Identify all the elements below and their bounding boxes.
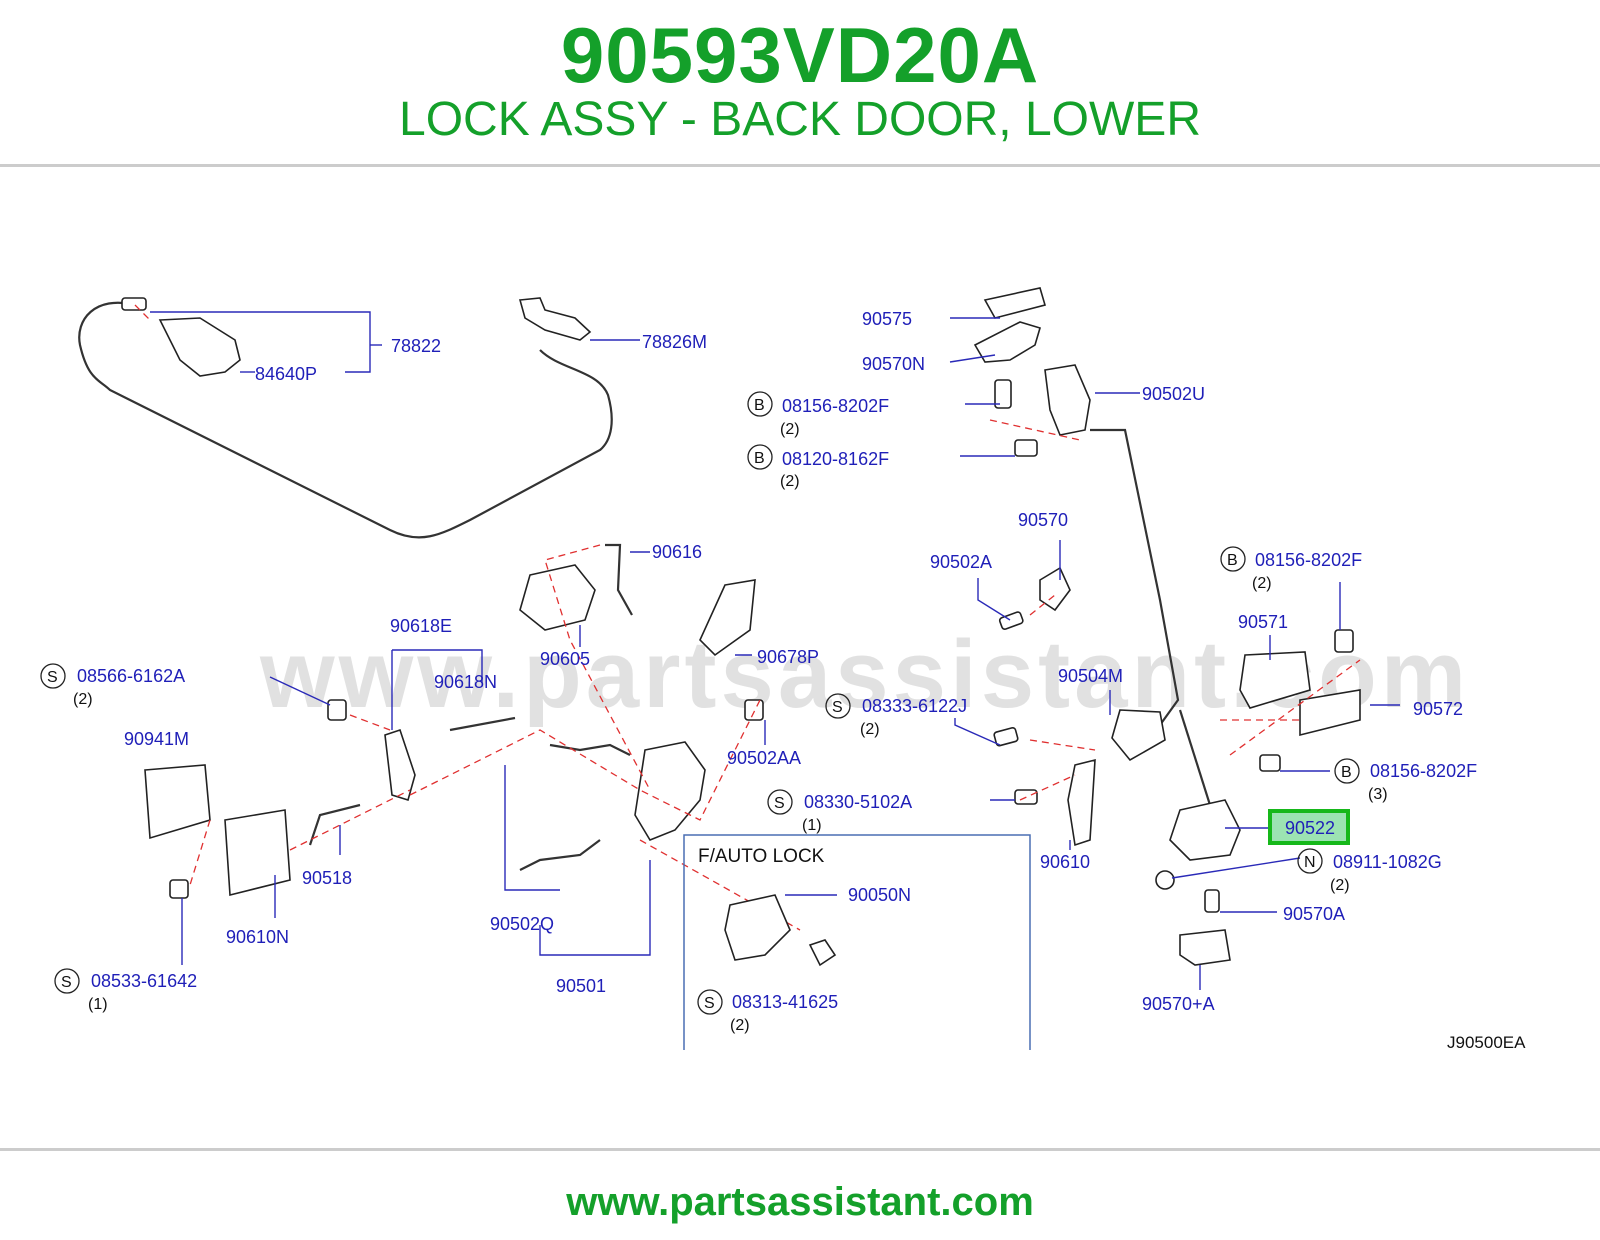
footer-divider (0, 1148, 1600, 1151)
label-08333-6122J[interactable]: 08333-6122J (862, 696, 967, 716)
marker-letter-b: B (1227, 552, 1238, 569)
marker-letter-b: B (754, 397, 765, 414)
screw-marker-circle (825, 693, 851, 719)
label-90501[interactable]: 90501 (556, 976, 606, 996)
label-08566-6162A[interactable]: 08566-6162A (77, 666, 185, 686)
label-78826M[interactable]: 78826M (642, 332, 707, 352)
label-90610[interactable]: 90610 (1040, 852, 1090, 872)
label-90570[interactable]: 90570 (1018, 510, 1068, 530)
label-90518[interactable]: 90518 (302, 868, 352, 888)
circle-markers: B B B S S B S N S S (40, 391, 1360, 1015)
label-90941M[interactable]: 90941M (124, 729, 189, 749)
label-08330-5102A[interactable]: 08330-5102A (804, 792, 912, 812)
page-header: 90593VD20A LOCK ASSY - BACK DOOR, LOWER (0, 0, 1600, 170)
marker-letter-s: S (832, 699, 843, 716)
leader-lines (150, 311, 1400, 990)
label-08533-61642[interactable]: 08533-61642 (91, 971, 197, 991)
label-90504M[interactable]: 90504M (1058, 666, 1123, 686)
marker-letter-s: S (61, 974, 72, 991)
cable-assembly-78822 (78, 297, 613, 539)
marker-letter-s: S (774, 795, 785, 812)
qty-08911-1082G: (2) (1330, 877, 1350, 894)
qty-08313-41625: (2) (730, 1017, 750, 1034)
header-divider (0, 164, 1600, 167)
marker-letter-s: S (704, 995, 715, 1012)
label-08313-41625[interactable]: 08313-41625 (732, 992, 838, 1012)
qty-08156-8202F-b: (2) (1252, 575, 1272, 592)
label-08911-1082G[interactable]: 08911-1082G (1333, 852, 1442, 872)
label-78822[interactable]: 78822 (391, 336, 441, 356)
marker-letter-s: S (47, 669, 58, 686)
screw-marker-circle (697, 989, 723, 1015)
label-08120-8162F[interactable]: 08120-8162F (782, 449, 889, 469)
qty-08120-8162F: (2) (780, 473, 800, 490)
label-90605[interactable]: 90605 (540, 649, 590, 669)
part-number-title: 90593VD20A (560, 11, 1040, 99)
label-08156-8202F-b[interactable]: 08156-8202F (1255, 550, 1362, 570)
bolt-marker-circle (747, 391, 773, 417)
screw-marker-circle (767, 789, 793, 815)
label-90522[interactable]: 90522 (1285, 818, 1335, 838)
label-90618N[interactable]: 90618N (434, 672, 497, 692)
label-90502A[interactable]: 90502A (930, 552, 992, 572)
footer-url[interactable]: www.partsassistant.com (566, 1180, 1034, 1224)
label-90502AA[interactable]: 90502AA (727, 748, 801, 768)
assembly-lines (134, 304, 1361, 931)
highlight-box-90522 (1268, 809, 1350, 845)
label-90502U[interactable]: 90502U (1142, 384, 1205, 404)
screw-marker-circle (54, 968, 80, 994)
label-90502Q[interactable]: 90502Q (490, 914, 554, 934)
rod-assembly-right (973, 287, 1361, 966)
drawing-reference: J90500EA (1447, 1033, 1526, 1052)
qty-08333-6122J: (2) (860, 721, 880, 738)
label-08156-8202F-c[interactable]: 08156-8202F (1370, 761, 1477, 781)
inset-title: F/AUTO LOCK (698, 846, 825, 867)
label-08156-8202F-a[interactable]: 08156-8202F (782, 396, 889, 416)
marker-letter-n: N (1304, 854, 1316, 871)
bolt-marker-circle (1220, 546, 1246, 572)
qty-08330-5102A: (1) (802, 817, 822, 834)
screw-marker-circle (40, 663, 66, 689)
label-90618E[interactable]: 90618E (390, 616, 452, 636)
bolt-marker-circle (1334, 758, 1360, 784)
lock-mechanism-center (144, 543, 764, 899)
marker-letter-b: B (754, 450, 765, 467)
label-90572[interactable]: 90572 (1413, 699, 1463, 719)
label-90616[interactable]: 90616 (652, 542, 702, 562)
part-labels: 78822 84640P 78826M 90575 90570N 90502U … (73, 309, 1526, 1052)
label-90570plusA[interactable]: 90570+A (1142, 994, 1215, 1014)
qty-08533-61642: (1) (88, 996, 108, 1013)
qty-08566-6162A: (2) (73, 691, 93, 708)
label-90575[interactable]: 90575 (862, 309, 912, 329)
inset-f-auto-lock: F/AUTO LOCK (683, 834, 1031, 1050)
qty-08156-8202F-a: (2) (780, 421, 800, 438)
label-90571[interactable]: 90571 (1238, 612, 1288, 632)
marker-letter-b: B (1341, 764, 1352, 781)
nut-marker-circle (1297, 848, 1323, 874)
label-84640P[interactable]: 84640P (255, 364, 317, 384)
bolt-marker-circle (747, 444, 773, 470)
label-90678P[interactable]: 90678P (757, 647, 819, 667)
label-90570A[interactable]: 90570A (1283, 904, 1345, 924)
label-90050N[interactable]: 90050N (848, 885, 911, 905)
part-description: LOCK ASSY - BACK DOOR, LOWER (399, 93, 1201, 146)
label-90610N[interactable]: 90610N (226, 927, 289, 947)
qty-08156-8202F-c: (3) (1368, 786, 1388, 803)
label-90570N[interactable]: 90570N (862, 354, 925, 374)
